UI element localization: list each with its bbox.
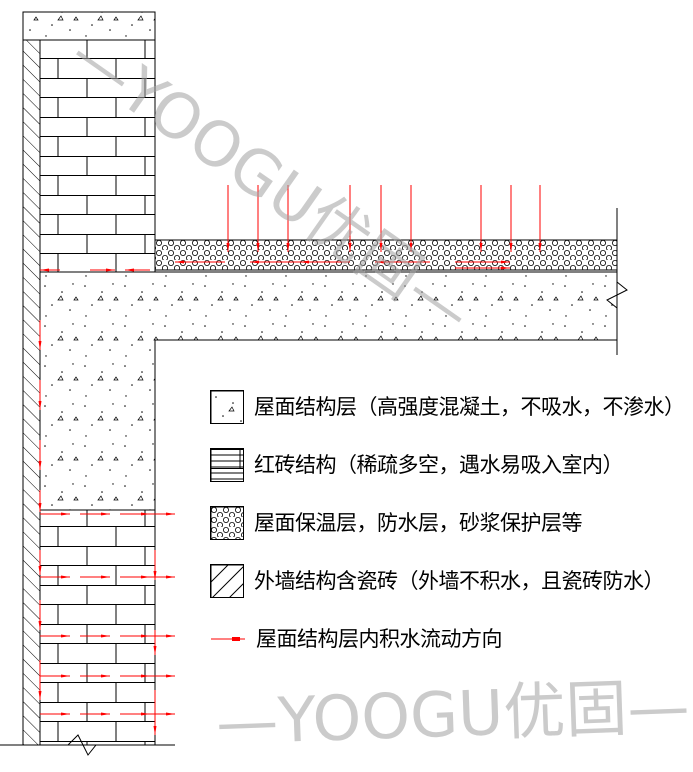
legend: 屋面结构层（高强度混凝土，不吸水，不渗水） 红砖结构（稀疏多空，遇水易吸入室内）… xyxy=(210,378,685,668)
hatch-swatch-icon xyxy=(210,564,244,598)
legend-label: 屋面结构层（高强度混凝土，不吸水，不渗水） xyxy=(254,395,685,419)
legend-item-tile-wall: 外墙结构含瓷砖（外墙不积水，且瓷砖防水） xyxy=(210,552,685,610)
legend-item-insulation: 屋面保温层，防水层，砂浆保护层等 xyxy=(210,494,685,552)
legend-label: 红砖结构（稀疏多空，遇水易吸入室内） xyxy=(254,453,624,477)
exterior-tile-wall xyxy=(22,39,41,746)
lower-brick-wall xyxy=(39,509,156,746)
ground-line xyxy=(0,734,175,756)
concrete-swatch-icon xyxy=(210,390,244,424)
water-flow-arrows xyxy=(38,185,542,735)
circles-swatch-icon xyxy=(210,506,244,540)
top-cap-slab xyxy=(22,11,156,41)
legend-item-flow-arrow: 屋面结构层内积水流动方向 xyxy=(210,610,685,668)
legend-label: 外墙结构含瓷砖（外墙不积水，且瓷砖防水） xyxy=(254,569,665,593)
legend-label: 屋面保温层，防水层，砂浆保护层等 xyxy=(254,511,583,535)
legend-label: 屋面结构层内积水流动方向 xyxy=(256,627,503,651)
upper-brick-wall xyxy=(39,39,156,273)
legend-item-concrete: 屋面结构层（高强度混凝土，不吸水，不渗水） xyxy=(210,378,685,436)
insulation-layer xyxy=(154,239,618,271)
legend-item-brick: 红砖结构（稀疏多空，遇水易吸入室内） xyxy=(210,436,685,494)
red-arrow-icon xyxy=(211,637,245,641)
brick-swatch-icon xyxy=(210,448,244,482)
break-line-right xyxy=(606,208,628,355)
